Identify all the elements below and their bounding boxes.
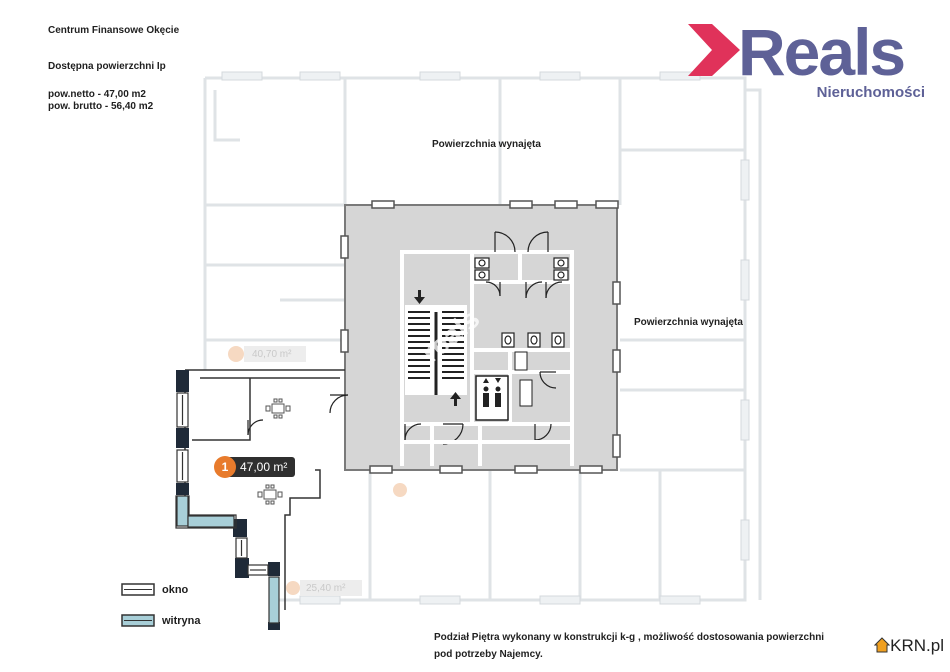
faded-unit-area: 40,70 m² <box>252 349 292 360</box>
reals-chevron-icon <box>688 24 740 76</box>
unit-area: 47,00 m² <box>226 457 296 477</box>
facade-piers <box>176 370 280 630</box>
core-corridor-walls <box>400 424 574 466</box>
legend-storefront-label: witryna <box>162 615 201 627</box>
house-icon <box>873 637 891 653</box>
rented-space-label-top: Powierzchnia wynajęta <box>432 139 541 150</box>
reals-logo: Reals Nieruchomości <box>686 15 931 110</box>
core-windows <box>340 200 621 474</box>
elevator-icon <box>475 375 509 421</box>
shaft-panels <box>514 351 533 407</box>
available-space-title: Dostępna powierzchni Ip <box>48 61 166 72</box>
rented-space-label-right: Powierzchnia wynajęta <box>634 317 743 328</box>
unit-number: 1 <box>214 456 236 478</box>
stair-up-arrow-icon <box>450 392 461 406</box>
reals-logo-word: Reals <box>738 15 906 89</box>
faded-unit-area: 25,40 m² <box>306 583 346 594</box>
krn-site-mark[interactable]: KRN.pl <box>873 636 944 656</box>
faded-windows <box>221 71 750 605</box>
faded-building-outline <box>203 76 762 602</box>
doors <box>247 231 563 445</box>
legend-window-swatch <box>121 583 155 596</box>
net-area: pow.netto - 47,00 m2 <box>48 89 146 100</box>
unit-badge[interactable]: 1 47,00 m² <box>214 456 296 478</box>
footer-note-line1: Podział Piętra wykonany w konstrukcji k-… <box>434 632 825 643</box>
legend-window-label: okno <box>162 584 189 596</box>
table-icons <box>257 398 291 505</box>
toilet-fixtures <box>474 257 569 348</box>
gross-area: pow. brutto - 56,40 m2 <box>48 101 154 112</box>
reals-logo-tagline: Nieruchomości <box>816 84 925 101</box>
staircase <box>405 305 467 395</box>
legend-storefront-swatch <box>121 614 155 627</box>
krn-site-name: KRN.pl <box>890 636 944 655</box>
footer-note-line2: pod potrzeby Najemcy. <box>434 649 543 660</box>
stair-down-arrow-icon <box>414 290 425 304</box>
facade-windows <box>176 392 269 576</box>
faded-unit-markers <box>228 346 407 596</box>
building-name: Centrum Finansowe Okęcie <box>48 25 180 36</box>
storefront-windows <box>175 495 280 624</box>
